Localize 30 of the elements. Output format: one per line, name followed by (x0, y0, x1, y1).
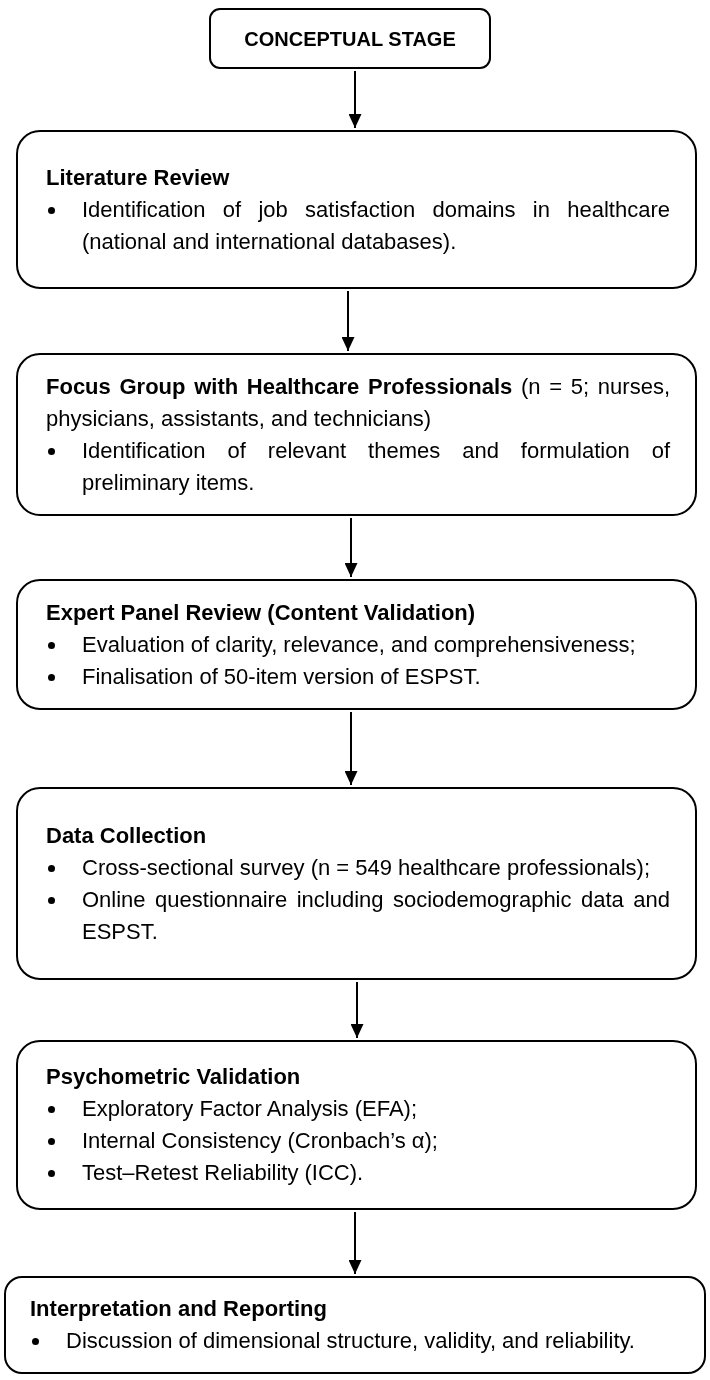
list-item: Discussion of dimensional structure, validity, and reliability. (66, 1327, 636, 1355)
process-box (16, 1040, 697, 1210)
step-heading: Interpretation and Reporting (30, 1295, 328, 1323)
list-item: Evaluation of clarity, relevance, and comprehensiveness; (82, 630, 637, 659)
stage-box (209, 8, 491, 69)
list-item: Identification of job satisfaction domains in healthcare (national and international databases). (82, 195, 670, 256)
list-item: Identification of relevant themes and formulation of preliminary items. (82, 436, 670, 497)
arrow (348, 70, 362, 129)
stage-title: CONCEPTUAL STAGE (244, 26, 456, 52)
list-item: Finalisation of 50-item version of ESPST. (82, 662, 482, 691)
step-heading: Focus Group with Healthcare Professionals (n = 5; nurses, physicians, assistants, and technicians) (46, 372, 670, 433)
arrow (348, 1211, 362, 1275)
step-heading: Literature Review (46, 163, 231, 192)
arrow (344, 517, 358, 578)
step-heading: Psychometric Validation (46, 1063, 302, 1091)
process-box (16, 787, 697, 980)
list-item: Exploratory Factor Analysis (EFA); (82, 1095, 418, 1123)
list-item: Test–Retest Reliability (ICC). (82, 1159, 365, 1187)
process-box (4, 1276, 706, 1374)
arrow (344, 711, 358, 786)
list-item: Internal Consistency (Cronbach’s α); (82, 1127, 439, 1155)
list-item: Online questionnaire including sociodemographic data and ESPST. (82, 885, 670, 946)
process-box (16, 353, 697, 516)
arrow (350, 981, 364, 1039)
process-box (16, 579, 697, 710)
arrow (341, 290, 355, 352)
step-heading: Expert Panel Review (Content Validation) (46, 598, 477, 627)
list-item: Cross-sectional survey (n = 549 healthcare professionals); (82, 853, 651, 882)
step-heading: Data Collection (46, 821, 208, 850)
process-box (16, 130, 697, 289)
